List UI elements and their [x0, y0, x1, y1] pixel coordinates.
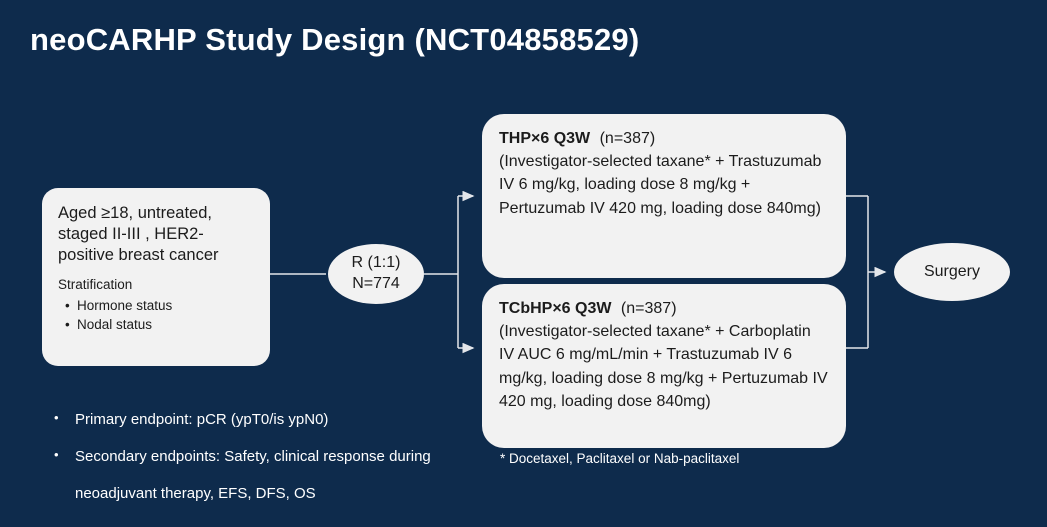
arm-tcbhp-title: TCbHP×6 Q3W — [499, 300, 612, 317]
surgery-node: Surgery — [894, 243, 1010, 301]
stratification-item-hormone: Hormone status — [58, 296, 254, 316]
stratification-label: Stratification — [58, 277, 133, 293]
taxane-footnote: * Docetaxel, Paclitaxel or Nab-paclitaxe… — [500, 451, 740, 466]
arm-tcbhp-n: (n=387) — [620, 300, 677, 317]
surgery-label: Surgery — [923, 263, 981, 280]
endpoint-item-primary: Primary endpoint: pCR (ypT0/is ypN0) — [40, 402, 440, 439]
randomization-ratio: R (1:1) — [351, 254, 401, 272]
endpoint-item-secondary: Secondary endpoints: Safety, clinical re… — [40, 439, 440, 513]
arm-thp-header: THP×6 Q3W (n=387) — [499, 127, 829, 150]
population-box: Aged ≥18, untreated, staged II-III , HER… — [42, 188, 270, 366]
population-criteria-text: Aged ≥18, untreated, staged II-III , HER… — [58, 204, 219, 265]
stratification-item-nodal: Nodal status — [58, 315, 254, 335]
randomization-node: R (1:1) N=774 — [328, 244, 424, 304]
arm-box-tcbhp: TCbHP×6 Q3W (n=387) (Investigator-select… — [482, 284, 846, 448]
arm-thp-title: THP×6 Q3W — [499, 130, 591, 147]
arm-thp-description: (Investigator-selected taxane* + Trastuz… — [499, 153, 822, 217]
arm-tcbhp-description: (Investigator-selected taxane* + Carbopl… — [499, 323, 828, 410]
arm-thp-n: (n=387) — [599, 130, 656, 147]
randomization-n: N=774 — [352, 275, 400, 292]
page-title: neoCARHP Study Design (NCT04858529) — [30, 22, 640, 57]
endpoints-list: Primary endpoint: pCR (ypT0/is ypN0) Sec… — [40, 402, 440, 512]
arm-tcbhp-header: TCbHP×6 Q3W (n=387) — [499, 297, 829, 320]
arm-box-thp: THP×6 Q3W (n=387) (Investigator-selected… — [482, 114, 846, 278]
stratification-list: Hormone status Nodal status — [58, 296, 254, 335]
